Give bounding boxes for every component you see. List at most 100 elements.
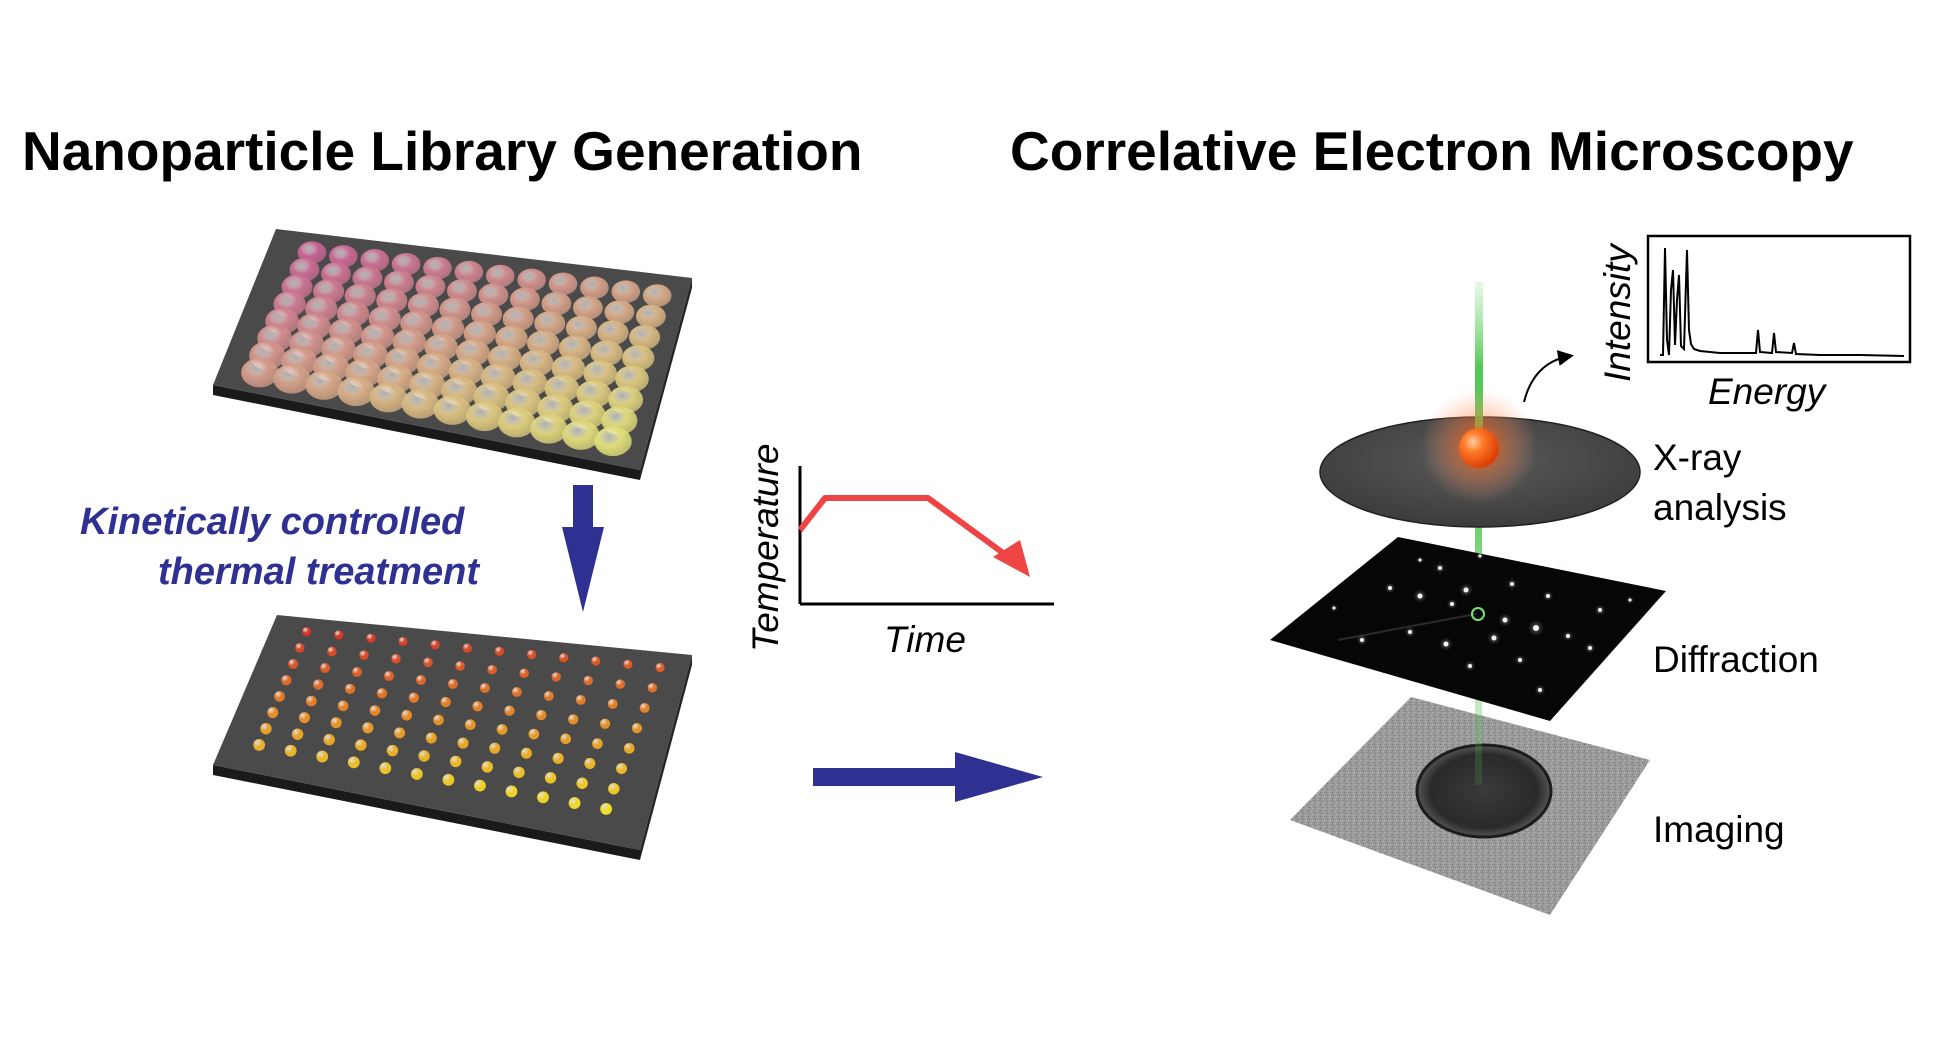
diffraction-spot (1538, 688, 1542, 692)
large-nanoparticle (565, 315, 597, 341)
small-nanoparticle (608, 782, 620, 795)
small-nanoparticle (511, 686, 522, 697)
diffraction-plane (1270, 537, 1666, 721)
large-nanoparticle (541, 291, 572, 316)
diffraction-spot (1450, 602, 1454, 606)
small-nanoparticle (344, 683, 356, 695)
small-nanoparticle (455, 661, 465, 671)
large-nanoparticle (273, 364, 311, 394)
large-nanoparticle (423, 256, 452, 280)
diffraction-spot (1388, 586, 1392, 590)
large-nanoparticle (433, 395, 472, 425)
particle-array-small (253, 627, 665, 815)
spectrum-y-label: Intensity (1597, 242, 1638, 382)
diffraction-spot (1468, 664, 1472, 668)
substrate-after-treatment (213, 615, 692, 860)
large-nanoparticle (622, 345, 655, 371)
large-nanoparticle (526, 330, 560, 357)
small-nanoparticle (347, 756, 360, 769)
small-nanoparticle (447, 679, 458, 689)
diffraction-spot (1502, 617, 1508, 623)
small-nanoparticle (559, 653, 569, 663)
small-nanoparticle (323, 733, 335, 746)
small-nanoparticle (298, 712, 310, 724)
substrate-bottom-side-edge (640, 655, 692, 860)
large-nanoparticle (597, 320, 629, 345)
small-nanoparticle (519, 668, 529, 679)
label-diffraction: Diffraction (1653, 639, 1819, 680)
small-nanoparticle (366, 633, 376, 643)
large-nanoparticle (580, 276, 609, 299)
diffraction-spot (1438, 566, 1442, 570)
small-nanoparticle (284, 744, 297, 757)
small-nanoparticle (464, 719, 476, 731)
small-nanoparticle (316, 750, 329, 763)
temperature-profile-arrowhead (993, 540, 1030, 577)
small-nanoparticle (584, 757, 596, 769)
large-nanoparticle (498, 407, 536, 438)
small-nanoparticle (457, 737, 469, 749)
small-nanoparticle (362, 722, 374, 734)
diffraction-spot (1443, 641, 1449, 647)
diffraction-center-beam (1471, 607, 1485, 621)
diffraction-spot (1628, 598, 1632, 602)
diffraction-spot (1491, 635, 1497, 641)
diffraction-spot (1417, 593, 1423, 599)
small-nanoparticle (408, 692, 419, 703)
small-nanoparticle (520, 747, 532, 759)
small-nanoparticle (496, 724, 508, 735)
diffraction-spot (1518, 658, 1522, 662)
large-nanoparticle (611, 280, 641, 303)
small-nanoparticle (442, 773, 455, 786)
small-nanoparticle (415, 675, 426, 685)
small-nanoparticle (410, 768, 423, 780)
small-nanoparticle (337, 700, 349, 712)
small-nanoparticle (295, 643, 305, 653)
small-nanoparticle (583, 675, 594, 686)
small-nanoparticle (543, 690, 554, 701)
right-arrow (813, 752, 1043, 802)
small-nanoparticle (302, 627, 312, 637)
large-nanoparticle (360, 249, 390, 272)
large-nanoparticle (635, 304, 666, 329)
imaging-particle (1415, 743, 1553, 839)
large-nanoparticle (369, 382, 407, 413)
large-nanoparticle (548, 272, 578, 296)
small-nanoparticle (267, 707, 279, 719)
small-nanoparticle (607, 698, 618, 709)
large-nanoparticle (329, 245, 358, 268)
small-nanoparticle (504, 705, 515, 716)
small-nanoparticle (274, 691, 285, 702)
small-nanoparticle (479, 682, 490, 693)
small-nanoparticle (449, 755, 462, 768)
diffraction-spot (1546, 594, 1550, 598)
small-nanoparticle (391, 653, 401, 664)
treatment-label-line1: Kinetically controlled (80, 501, 465, 543)
large-nanoparticle (305, 370, 343, 400)
heading-library-generation: Nanoparticle Library Generation (22, 120, 863, 182)
diffraction-spot (1478, 554, 1482, 558)
spectrum-trace (1660, 247, 1905, 357)
small-nanoparticle (384, 671, 394, 681)
small-nanoparticle (369, 705, 381, 716)
large-nanoparticle (558, 335, 592, 361)
large-nanoparticle (471, 302, 503, 327)
small-nanoparticle (379, 762, 392, 775)
treatment-label-line2: thermal treatment (158, 551, 480, 593)
small-nanoparticle (631, 722, 643, 734)
small-nanoparticle (536, 709, 547, 721)
small-nanoparticle (313, 679, 324, 690)
small-nanoparticle (615, 762, 628, 775)
substrate-before-treatment (213, 229, 692, 480)
imaging-layer (1290, 697, 1650, 915)
spectrum-pointer-arrow (1523, 350, 1574, 403)
small-nanoparticle (253, 739, 266, 751)
large-nanoparticle (509, 287, 540, 312)
large-nanoparticle (337, 376, 375, 407)
small-nanoparticle (560, 733, 571, 745)
excited-nanoparticle (1459, 428, 1499, 468)
small-nanoparticle (330, 717, 342, 729)
temperature-plot-x-label: Time (884, 619, 966, 660)
